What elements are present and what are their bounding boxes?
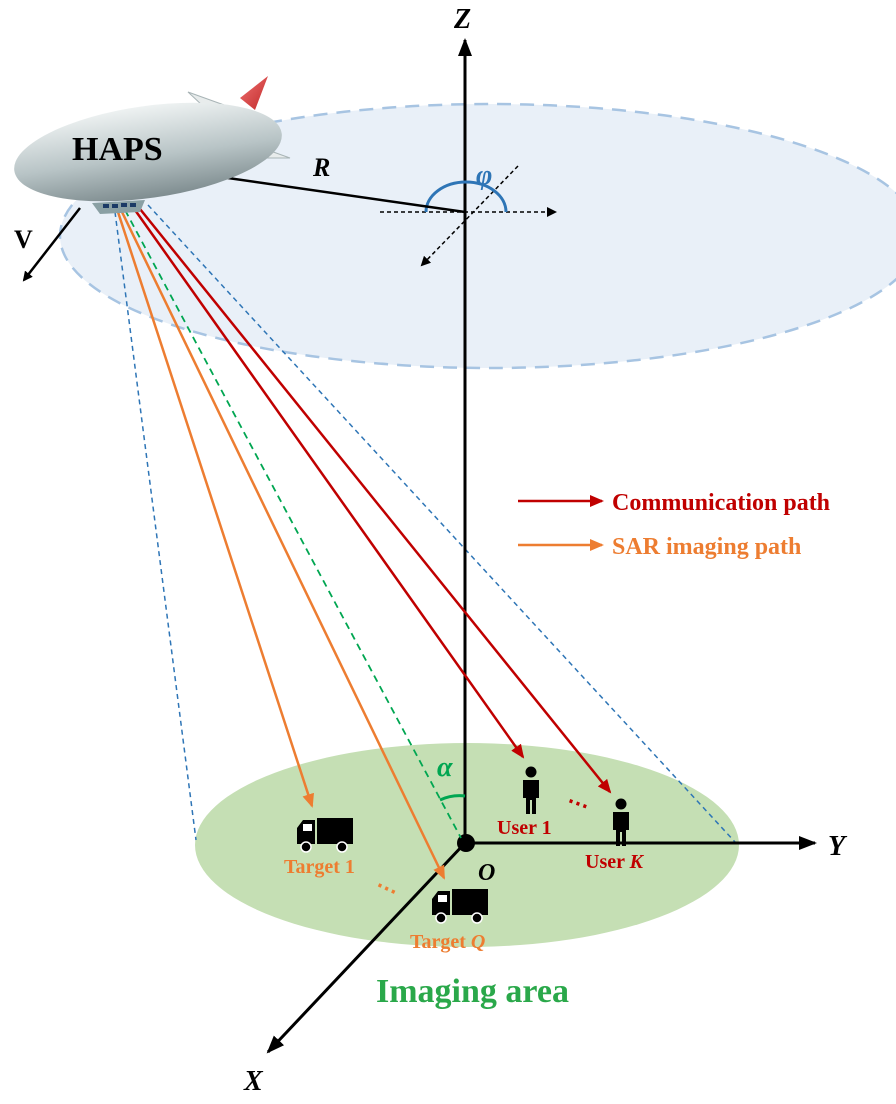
- velocity-label: V: [14, 225, 33, 254]
- orbit-ellipse: [58, 102, 896, 370]
- haps-airship: [14, 76, 291, 214]
- radius-label: R: [312, 153, 330, 182]
- target-q-truck-icon: [432, 889, 488, 924]
- target-q-var: Q: [471, 931, 485, 953]
- x-axis-label: X: [243, 1066, 264, 1097]
- nadir-line: [124, 209, 462, 839]
- velocity-arrow: [22, 207, 81, 282]
- user-k-var: K: [629, 851, 645, 873]
- user-1-icon: [523, 766, 539, 814]
- y-axis-label: Y: [828, 831, 848, 862]
- beam-boundary-left: [114, 211, 197, 841]
- imaging-area-label: Imaging area: [376, 973, 569, 1010]
- haps-label: HAPS: [72, 131, 163, 168]
- user-1-label: User 1: [497, 817, 552, 839]
- target-1-truck-icon: [297, 818, 353, 853]
- user-k-icon: [613, 798, 629, 846]
- legend-sar-label: SAR imaging path: [612, 534, 801, 560]
- origin-label: O: [478, 860, 495, 886]
- legend: Communication path SAR imaging path: [518, 490, 830, 560]
- target-q-label: Target Q: [410, 931, 485, 953]
- target-q-prefix: Target: [410, 931, 471, 953]
- target-1-label: Target 1: [284, 856, 355, 878]
- legend-communication-label: Communication path: [612, 490, 830, 516]
- phi-label: φ: [476, 160, 492, 191]
- sar-path-target1: [116, 211, 314, 808]
- communication-path-userK: [139, 208, 612, 794]
- z-axis-label: Z: [453, 4, 471, 35]
- origin-dot: [457, 834, 475, 852]
- orbit-center-diag: [420, 165, 519, 267]
- user-k-prefix: User: [585, 851, 630, 873]
- beam-boundary-right: [147, 204, 736, 843]
- radius-line: [199, 172, 466, 214]
- sar-path-targetQ: [120, 211, 446, 880]
- x-axis: [266, 841, 467, 1054]
- user-k-label: User K: [585, 851, 645, 873]
- phi-arc: [424, 180, 508, 213]
- alpha-label: α: [437, 752, 453, 783]
- communication-path-user1: [133, 209, 525, 759]
- alpha-arc: [439, 794, 466, 802]
